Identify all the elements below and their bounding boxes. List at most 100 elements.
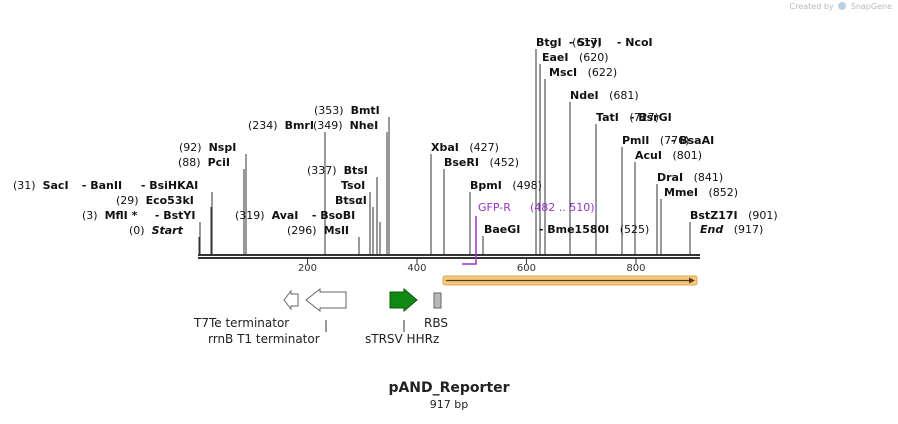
site-name: End [700, 223, 723, 236]
site-position: (917) [723, 223, 763, 236]
site-label-btgi[interactable]: BtgI (617) [536, 36, 602, 49]
site-label-pcii[interactable]: (88) PciI [178, 156, 230, 169]
site-prefix: - [78, 179, 90, 192]
site-label-start[interactable]: (0) Start [129, 224, 184, 237]
site-name: Start [152, 224, 184, 237]
site-label-baegi[interactable]: BaeGI [484, 223, 520, 236]
site-label-bsaai[interactable]: - BsaAI [667, 134, 714, 147]
site-label-btsi[interactable]: (337) BtsI [307, 164, 368, 177]
site-name: AvaI [272, 209, 299, 222]
site-label-nhei[interactable]: (349) NheI [313, 119, 378, 132]
site-label-saci[interactable]: (31) SacI [13, 179, 69, 192]
site-prefix: - [137, 179, 149, 192]
site-name: TatI [596, 111, 619, 124]
site-name: MscI [549, 66, 577, 79]
site-label-end[interactable]: End (917) [700, 223, 763, 236]
primer-gfp-r-arrow[interactable] [462, 216, 477, 265]
site-position: (498) [502, 179, 542, 192]
site-label-bstz17i[interactable]: BstZ17I (901) [690, 209, 778, 222]
site-name: BanII [90, 179, 122, 192]
snapgene-logo-icon [838, 2, 847, 10]
site-label-bsobi[interactable]: - BsoBI [308, 209, 355, 222]
site-prefix: (296) [287, 224, 324, 237]
site-name: MslI [324, 224, 349, 237]
site-prefix: (92) [179, 141, 209, 154]
site-name: BsoBI [320, 209, 355, 222]
site-label-msci[interactable]: MscI (622) [549, 66, 617, 79]
site-label-pmli[interactable]: PmlI (776) [622, 134, 689, 147]
site-label-acui[interactable]: AcuI (801) [635, 149, 702, 162]
site-name: BtsαI [335, 194, 367, 207]
site-name: BtsI [344, 164, 368, 177]
site-name: BaeGI [484, 223, 520, 236]
backbone-bottom-strand [198, 257, 700, 259]
rrnb-terminator-arrow-icon[interactable] [305, 287, 347, 313]
site-prefix: (29) [116, 194, 146, 207]
site-label-tsoi[interactable]: TsoI [341, 179, 365, 192]
site-prefix: (353) [314, 104, 351, 117]
site-label-bmti[interactable]: (353) BmtI [314, 104, 380, 117]
site-name: NheI [350, 119, 379, 132]
site-prefix: - [667, 134, 679, 147]
site-prefix: (319) [235, 209, 272, 222]
site-label-styi[interactable]: - StyI [565, 36, 602, 49]
site-label-btsai[interactable]: BtsαI [335, 194, 367, 207]
feature-label-t7te[interactable]: T7Te terminator [193, 316, 289, 330]
feature-label-rrnb[interactable]: rrnB T1 terminator [208, 332, 320, 346]
site-name: TsoI [341, 179, 365, 192]
site-label-bme1580i[interactable]: - Bme1580I (525) [535, 223, 649, 236]
backbone-top-strand [198, 254, 700, 256]
site-prefix: - [613, 36, 625, 49]
site-label-eco53ki[interactable]: (29) Eco53kI [116, 194, 194, 207]
site-suffix: * [128, 209, 138, 222]
site-name: BpmI [470, 179, 502, 192]
primer-gfp-r-label[interactable]: GFP-R [478, 201, 511, 214]
site-label-xbai[interactable]: XbaI (427) [431, 141, 499, 154]
site-position: (841) [683, 171, 723, 184]
site-prefix: - [151, 209, 163, 222]
site-name: SacI [43, 179, 69, 192]
site-label-mmei[interactable]: MmeI (852) [664, 186, 738, 199]
site-label-tati[interactable]: TatI (727) [596, 111, 659, 124]
site-label-ncoi[interactable]: - NcoI [613, 36, 653, 49]
site-name: Bme1580I [547, 223, 609, 236]
feature-label-rbs[interactable]: RBS [424, 316, 448, 330]
site-name: PciI [208, 156, 230, 169]
site-label-bmri[interactable]: (234) BmrI [248, 119, 314, 132]
site-label-msli[interactable]: (296) MslI [287, 224, 349, 237]
site-label-avai[interactable]: (319) AvaI [235, 209, 298, 222]
site-label-bsihkai[interactable]: - BsiHKAI [137, 179, 198, 192]
site-prefix: (88) [178, 156, 208, 169]
site-label-drai[interactable]: DraI (841) [657, 171, 723, 184]
site-prefix: - [308, 209, 320, 222]
site-position: (801) [662, 149, 702, 162]
rbs-box-icon[interactable] [433, 292, 442, 309]
t7te-terminator-arrow-icon[interactable] [283, 289, 299, 311]
map-title: pAND_Reporter [388, 380, 510, 396]
site-label-nspi[interactable]: (92) NspI [179, 141, 236, 154]
site-name: AcuI [635, 149, 662, 162]
site-label-bsrgi[interactable]: - BsrGI [626, 111, 672, 124]
site-name: PmlI [622, 134, 649, 147]
site-position: (525) [609, 223, 649, 236]
site-position: (617) [562, 36, 602, 49]
site-name: BmrI [285, 119, 314, 132]
site-prefix: (337) [307, 164, 344, 177]
site-label-bstyi[interactable]: - BstYI [151, 209, 195, 222]
site-label-eaei[interactable]: EaeI (620) [542, 51, 609, 64]
strsv-ribozyme-arrow-icon[interactable] [389, 287, 418, 313]
site-label-bpmi[interactable]: BpmI (498) [470, 179, 542, 192]
site-position: (901) [738, 209, 778, 222]
site-label-mfli[interactable]: (3) MflI * [82, 209, 138, 222]
feature-label-strsv[interactable]: sTRSV HHRz [365, 332, 439, 346]
ruler-tick-label: 200 [298, 263, 317, 274]
ruler-tick-label: 400 [407, 263, 426, 274]
site-name: NspI [209, 141, 237, 154]
site-label-bseri[interactable]: BseRI (452) [444, 156, 519, 169]
site-label-banii[interactable]: - BanII [78, 179, 122, 192]
site-prefix: - [565, 36, 577, 49]
map-length: 917 bp [429, 398, 469, 411]
site-label-ndei[interactable]: NdeI (681) [570, 89, 639, 102]
orf-arrowhead-icon [689, 277, 695, 284]
